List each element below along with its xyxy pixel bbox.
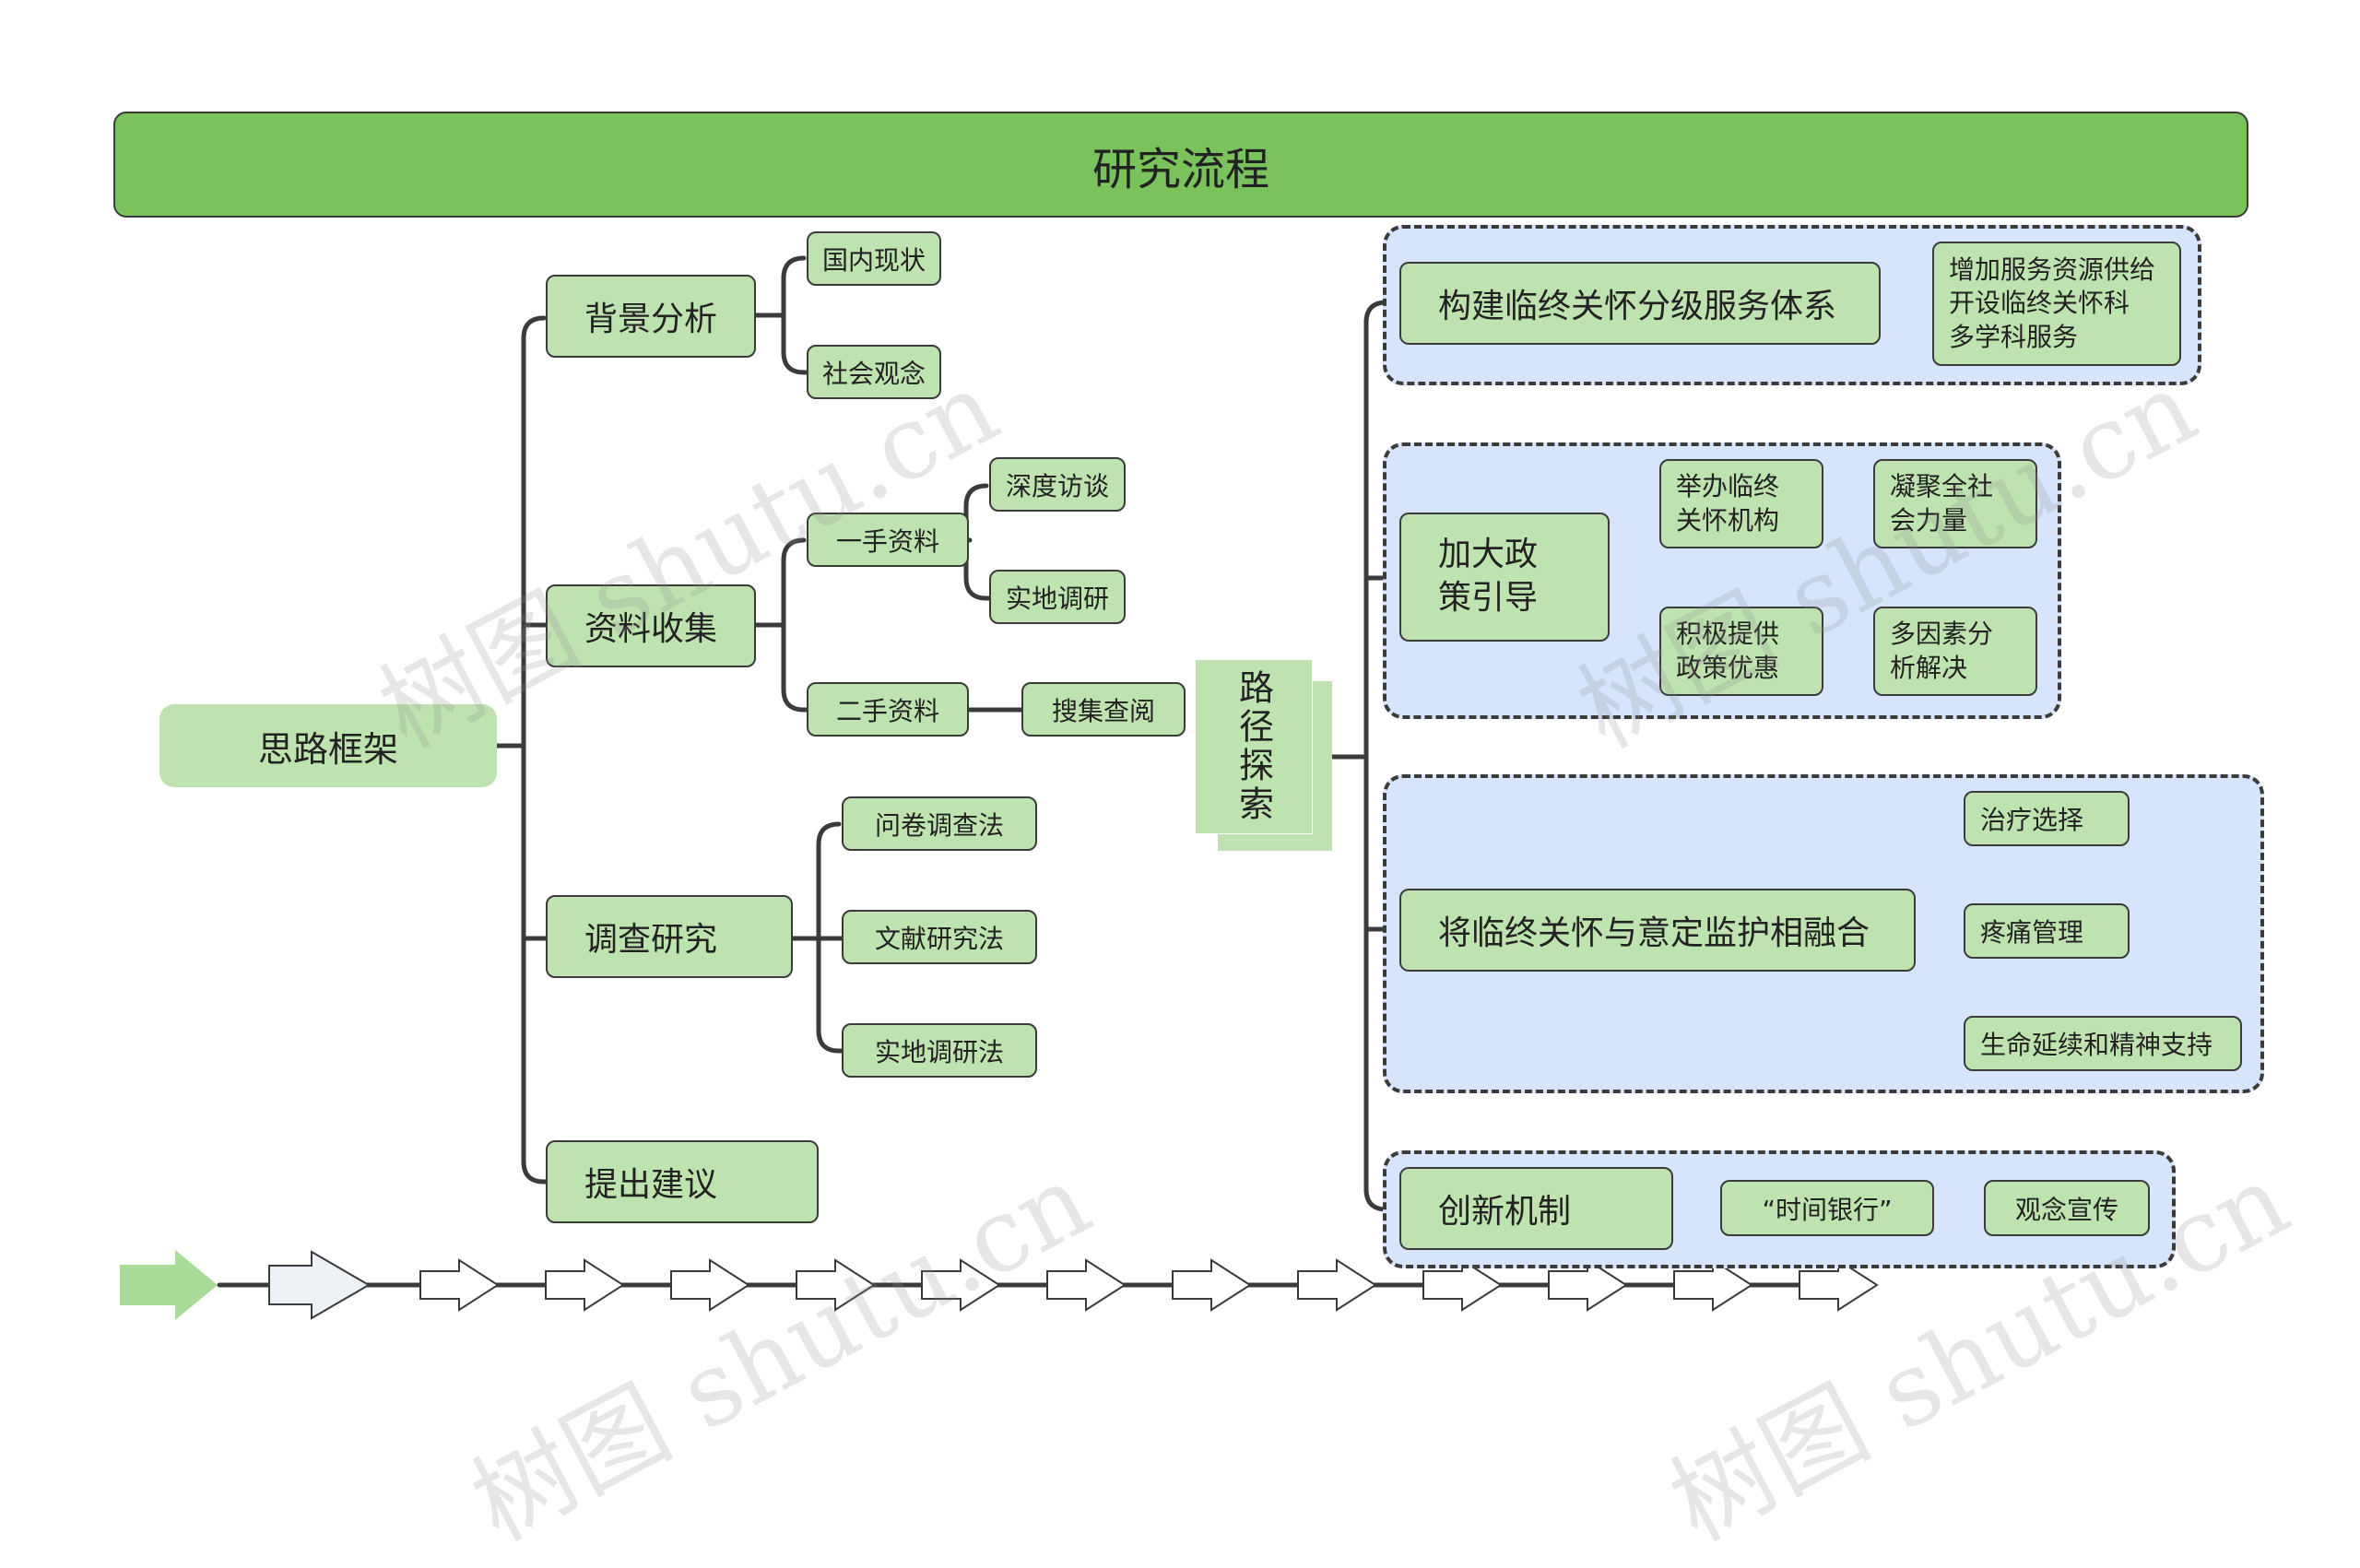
timeline-arrow: [419, 1258, 500, 1312]
detail-line: 增加服务资源供给: [1949, 253, 2156, 285]
leaf-concept-promotion: 观念宣传: [1984, 1180, 2150, 1236]
leaf-multi-factor: 多因素分 析解决: [1873, 607, 2037, 696]
label-line: 加大政: [1438, 536, 1539, 574]
label-line: 关怀机构: [1676, 504, 1780, 536]
label-line: 策引导: [1438, 579, 1539, 617]
path-innovation-mechanism: 创新机制: [1399, 1167, 1673, 1250]
node-primary-data: 一手资料: [807, 513, 969, 567]
label-line: 会力量: [1890, 504, 1968, 536]
branch-background: 背景分析: [546, 275, 756, 358]
label-line: 政策优惠: [1676, 652, 1780, 683]
path-policy-guidance: 加大政 策引导: [1399, 513, 1610, 642]
path-hierarchical-service: 构建临终关怀分级服务体系: [1399, 262, 1881, 345]
timeline-arrow: [1548, 1258, 1628, 1312]
leaf-life-spiritual-support: 生命延续和精神支持: [1964, 1016, 2242, 1071]
diagram-title: 研究流程: [113, 112, 2248, 218]
branch-survey: 调查研究: [546, 895, 793, 978]
detail-line: 开设临终关怀科: [1949, 288, 2130, 319]
label-line: 举办临终: [1676, 471, 1780, 502]
timeline-arrow: [796, 1258, 876, 1312]
leaf-treatment-choice: 治疗选择: [1964, 791, 2130, 846]
branch-suggest: 提出建议: [546, 1140, 819, 1223]
timeline-arrow: [1172, 1258, 1252, 1312]
leaf-in-depth-interview: 深度访谈: [989, 457, 1126, 512]
root-node: 思路框架: [159, 704, 497, 787]
leaf-search-review: 搜集查阅: [1021, 682, 1186, 737]
timeline-arrow: [545, 1258, 625, 1312]
leaf-field-method: 实地调研法: [842, 1023, 1037, 1078]
detail-line: 多学科服务: [1949, 321, 2079, 352]
node-secondary-data: 二手资料: [807, 682, 969, 737]
leaf-time-bank: “时间银行”: [1720, 1180, 1934, 1236]
leaf-field-research: 实地调研: [989, 570, 1126, 624]
leaf-pain-management: 疼痛管理: [1964, 903, 2130, 959]
timeline-arrow: [1673, 1258, 1753, 1312]
timeline-start-arrow: [120, 1250, 218, 1320]
path-exploration-node: 路径探索: [1195, 659, 1313, 834]
timeline-arrow: [1046, 1258, 1127, 1312]
leaf-social-concept: 社会观念: [807, 345, 941, 399]
timeline-arrow: [670, 1258, 750, 1312]
timeline-arrow: [268, 1250, 371, 1320]
leaf-social-forces: 凝聚全社 会力量: [1873, 459, 2037, 548]
path-hierarchical-detail: 增加服务资源供给 开设临终关怀科 多学科服务: [1932, 242, 2181, 366]
label-line: 多因素分: [1890, 619, 1994, 650]
leaf-domestic-status: 国内现状: [807, 231, 941, 286]
label-line: 凝聚全社: [1890, 471, 1994, 502]
leaf-literature: 文献研究法: [842, 910, 1037, 964]
node-hospice-institutions: 举办临终 关怀机构: [1659, 459, 1823, 548]
timeline-arrow: [1297, 1258, 1377, 1312]
branch-collection: 资料收集: [546, 584, 756, 667]
timeline-arrow: [1422, 1258, 1503, 1312]
label-line: 积极提供: [1676, 619, 1780, 650]
label-line: 析解决: [1890, 652, 1968, 683]
timeline-arrow: [1799, 1258, 1879, 1312]
timeline-arrow: [921, 1258, 1001, 1312]
path-guardianship-fusion: 将临终关怀与意定监护相融合: [1399, 889, 1916, 972]
node-policy-benefits: 积极提供 政策优惠: [1659, 607, 1823, 696]
leaf-questionnaire: 问卷调查法: [842, 796, 1037, 851]
